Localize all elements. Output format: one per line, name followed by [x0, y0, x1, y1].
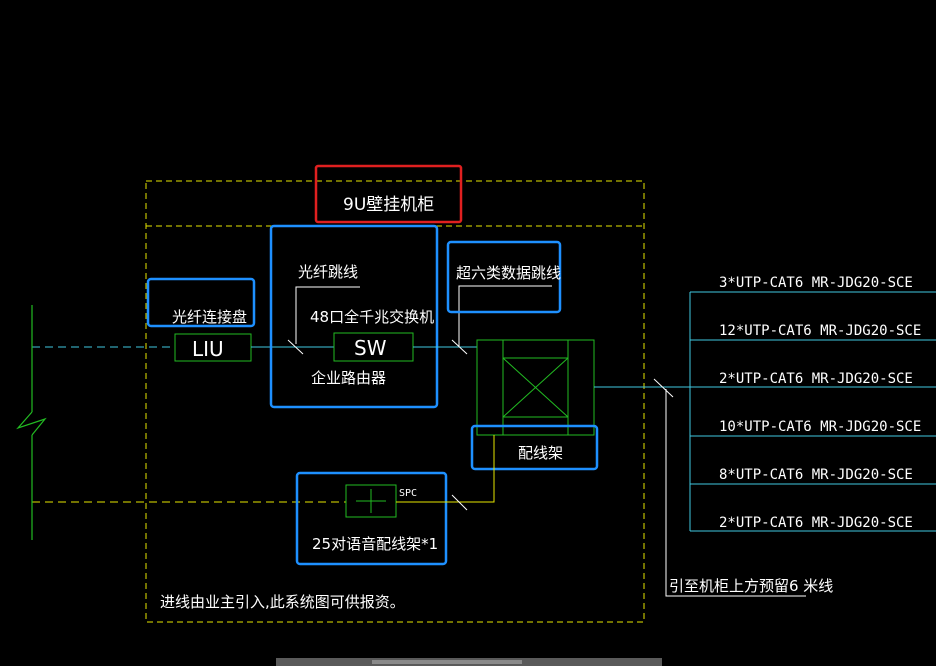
switch-highlight-box [269, 224, 439, 409]
cable-label-4: 10*UTP-CAT6 MR-JDG20-SCE [719, 419, 921, 435]
reserve-leader [665, 389, 806, 597]
liu-device-label: LIU [192, 337, 224, 361]
switch-label: 48口全千兆交换机 [310, 308, 434, 326]
voice-panel-highlight-box [295, 471, 448, 566]
liu-highlight-box [146, 277, 256, 328]
voice-panel-label: 25对语音配线架*1 [312, 535, 438, 553]
branch-lines [689, 291, 936, 532]
liu-label: 光纤连接盘 [172, 308, 247, 326]
cabinet-title-box [314, 164, 463, 224]
outgoing-bus-tick [653, 378, 674, 398]
cat6-patch-label: 超六类数据跳线 [456, 264, 561, 282]
riser-break-symbol [16, 305, 47, 540]
fiber-jumper-tick [287, 339, 304, 355]
fiber-patch-label: 光纤跳线 [298, 263, 358, 281]
voice-panel-device [345, 484, 397, 518]
cable-label-1: 3*UTP-CAT6 MR-JDG20-SCE [719, 275, 913, 291]
voice-link-line [396, 435, 495, 503]
scrollbar-thumb[interactable] [372, 660, 522, 664]
cable-label-3: 2*UTP-CAT6 MR-JDG20-SCE [719, 371, 913, 387]
patch-panel-label: 配线架 [518, 444, 563, 462]
fiber-jumper-leader [295, 286, 360, 344]
cabinet-enclosure [145, 180, 645, 623]
voice-panel-device-label: SPC [399, 488, 417, 499]
patch-panel-highlight-box [470, 424, 599, 471]
reserve-label: 引至机柜上方预留6 米线 [669, 577, 833, 595]
voice-link-tick [451, 494, 468, 511]
cabinet-title: 9U壁挂机柜 [343, 195, 434, 215]
cat6-patch-highlight-box [446, 240, 562, 314]
horizontal-scrollbar[interactable] [276, 658, 662, 666]
router-label: 企业路由器 [311, 369, 386, 387]
cat6-jumper-leader [458, 285, 552, 347]
source-note: 进线由业主引入,此系统图可供报资。 [160, 593, 405, 611]
cable-label-5: 8*UTP-CAT6 MR-JDG20-SCE [719, 467, 913, 483]
switch-device-label: SW [354, 336, 387, 360]
patch-panel-device [476, 339, 595, 436]
cable-label-6: 2*UTP-CAT6 MR-JDG20-SCE [719, 515, 913, 531]
cable-label-2: 12*UTP-CAT6 MR-JDG20-SCE [719, 323, 921, 339]
